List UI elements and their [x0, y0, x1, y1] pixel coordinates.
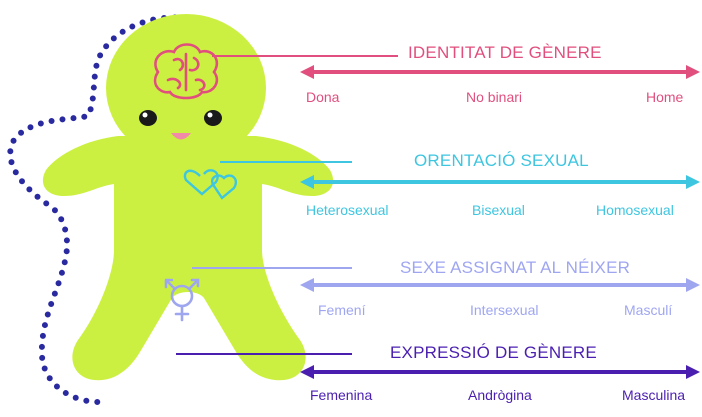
- orientation-left-label: Heterosexual: [306, 202, 389, 218]
- sex-middle-label: Intersexual: [470, 302, 539, 318]
- expression-right-label: Masculina: [622, 387, 686, 403]
- identity-left-label: Dona: [306, 89, 340, 105]
- sex-arrowhead-left: [300, 278, 314, 292]
- right-eye: [204, 110, 222, 126]
- dotted-outline: [7, 14, 189, 405]
- expression-title-label: EXPRESSIÓ DE GÈNERE: [390, 343, 597, 362]
- heart-icon: [183, 169, 238, 200]
- sex-arrowhead-right: [686, 278, 700, 292]
- expression-arrowhead-left: [300, 365, 314, 379]
- identity-arrowhead-right: [686, 65, 700, 79]
- identity-title-label: IDENTITAT DE GÈNERE: [408, 43, 602, 62]
- orientation-middle-label: Bisexual: [472, 202, 525, 218]
- dimension-connectors: [176, 55, 700, 379]
- expression-left-label: Femenina: [310, 387, 373, 403]
- mouth: [171, 133, 191, 140]
- identity-arrowhead-left: [300, 65, 314, 79]
- gingerbread-figure: [42, 14, 334, 381]
- sex-left-label: Femení: [318, 302, 366, 318]
- sex-title-label: SEXE ASSIGNAT AL NÉIXER: [400, 258, 631, 277]
- left-eye: [139, 110, 157, 126]
- identity-right-label: Home: [646, 89, 684, 105]
- sex-right-label: Masculí: [624, 302, 673, 318]
- orientation-right-label: Homosexual: [596, 202, 674, 218]
- identity-middle-label: No binari: [466, 89, 523, 105]
- orientation-title-label: ORENTACIÓ SEXUAL: [414, 151, 589, 170]
- gender-symbol-icon: [164, 278, 200, 322]
- orientation-arrowhead-right: [686, 175, 700, 189]
- orientation-arrowhead-left: [300, 175, 314, 189]
- expression-middle-label: Andrògina: [468, 387, 532, 403]
- expression-arrowhead-right: [686, 365, 700, 379]
- brain-icon: [153, 43, 219, 100]
